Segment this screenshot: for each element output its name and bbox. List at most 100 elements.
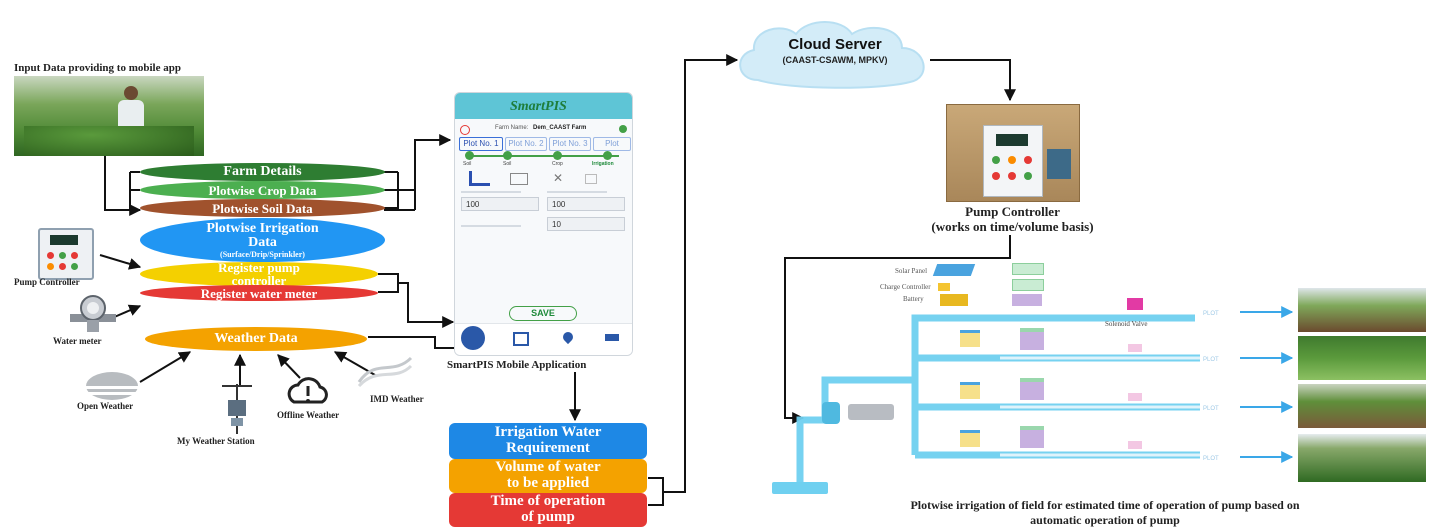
pump-panel-caption-1: Pump Controller bbox=[965, 204, 1060, 219]
tab-plot-4[interactable]: Plot bbox=[593, 137, 631, 151]
step-crop: Crop bbox=[552, 161, 563, 167]
motor-unit bbox=[848, 404, 894, 420]
volume-of-water-box: Volume of water to be applied bbox=[449, 459, 647, 493]
controller-module bbox=[1012, 294, 1042, 306]
field-caption-1: Plotwise irrigation of field for estimat… bbox=[910, 498, 1300, 512]
farm-name-value: Dem_CAAST Farm bbox=[533, 125, 587, 131]
nav-pump-icon[interactable] bbox=[605, 334, 619, 341]
water-meter-icon bbox=[70, 295, 116, 332]
row2-solar-node bbox=[960, 382, 980, 399]
svg-text:PLOT: PLOT bbox=[1203, 311, 1219, 317]
pump-controller-device bbox=[38, 228, 94, 280]
time-line1: Time of operation bbox=[490, 493, 606, 510]
field-photo-3 bbox=[1298, 384, 1426, 428]
farmer-field-photo bbox=[14, 76, 204, 156]
field-photo-2 bbox=[1298, 336, 1426, 380]
row1-solar-node bbox=[960, 330, 980, 347]
solar-panel-label: Solar Panel bbox=[895, 267, 928, 275]
lora-module bbox=[1012, 279, 1044, 291]
weather-station-icon bbox=[222, 384, 252, 434]
input-data-title: Input Data providing to mobile app bbox=[14, 62, 181, 74]
pump-unit bbox=[822, 402, 840, 424]
save-button[interactable]: SAVE bbox=[509, 306, 577, 321]
open-weather-icon bbox=[86, 372, 138, 400]
field-photo-4 bbox=[1298, 434, 1426, 482]
offline-weather-label: Offline Weather bbox=[277, 410, 340, 420]
tab-plot-3[interactable]: Plot No. 3 bbox=[549, 137, 591, 151]
other-method-icon[interactable] bbox=[585, 174, 597, 184]
row1-controller-node bbox=[1020, 328, 1044, 350]
step-soil-1: Soil bbox=[463, 161, 472, 167]
charge-controller-icon bbox=[938, 283, 950, 291]
register-pump-line1: Register pump bbox=[218, 260, 300, 275]
vol-line2: to be applied bbox=[506, 475, 590, 491]
field-1-input[interactable]: 100 bbox=[461, 197, 539, 211]
pump-controller-panel-photo bbox=[946, 104, 1080, 202]
row2-valve bbox=[1128, 393, 1142, 401]
battery-label: Battery bbox=[903, 295, 924, 303]
weather-station-label: My Weather Station bbox=[177, 436, 255, 446]
plotwise-irrigation-pill: Plotwise Irrigation Data (Surface/Drip/S… bbox=[140, 218, 385, 262]
field-3-input[interactable]: 10 bbox=[547, 217, 625, 231]
charge-controller-label: Charge Controller bbox=[880, 283, 931, 291]
irrigation-water-requirement-box: Irrigation Water Requirement bbox=[449, 423, 647, 459]
nav-water-icon[interactable] bbox=[560, 329, 576, 345]
row3-valve bbox=[1128, 441, 1142, 449]
nav-farm-icon[interactable] bbox=[461, 326, 485, 350]
farm-name-label: Farm Name: bbox=[495, 125, 529, 131]
app-header: SmartPIS bbox=[455, 93, 632, 119]
irrigation-line2: Data bbox=[248, 234, 277, 250]
open-weather-label: Open Weather bbox=[77, 401, 134, 411]
row1-valve bbox=[1128, 344, 1142, 352]
surface-method-icon[interactable] bbox=[469, 171, 490, 186]
battery-icon bbox=[940, 294, 968, 306]
add-icon[interactable] bbox=[619, 125, 627, 133]
pump-panel-caption-2: (works on time/volume basis) bbox=[931, 219, 1094, 234]
register-pump-controller-pill: Register pump controller bbox=[140, 260, 378, 288]
step-soil-2: Soil bbox=[503, 161, 512, 167]
register-pump-line2: controller bbox=[231, 273, 287, 288]
req-line2: Requirement bbox=[506, 440, 590, 456]
close-icon[interactable] bbox=[460, 125, 470, 135]
imd-weather-label: IMD Weather bbox=[370, 394, 424, 404]
tab-plot-2[interactable]: Plot No. 2 bbox=[505, 137, 547, 151]
svg-text:PLOT: PLOT bbox=[1203, 456, 1219, 462]
row2-controller-node bbox=[1020, 378, 1044, 400]
time-of-operation-box: Time of operation of pump bbox=[449, 493, 647, 527]
drip-method-icon[interactable] bbox=[510, 173, 528, 185]
weather-data-pill: Weather Data bbox=[145, 327, 367, 351]
cloud-subtitle: (CAAST-CSAWM, MPKV) bbox=[782, 55, 888, 65]
gateway-module bbox=[1012, 263, 1044, 275]
app-caption: SmartPIS Mobile Application bbox=[447, 359, 587, 371]
solenoid-valve-icon bbox=[1127, 298, 1143, 310]
solar-panel-icon bbox=[932, 264, 976, 276]
smartpis-app-screen: SmartPIS Farm Name: Dem_CAAST Farm Plot … bbox=[454, 92, 633, 356]
vol-line1: Volume of water bbox=[495, 459, 601, 476]
solenoid-valve-label: Solenoid Valve bbox=[1105, 320, 1148, 328]
water-source bbox=[772, 482, 828, 494]
field-2-input[interactable]: 100 bbox=[547, 197, 625, 211]
tab-plot-1[interactable]: Plot No. 1 bbox=[459, 137, 503, 151]
cloud-title: Cloud Server bbox=[788, 36, 882, 53]
plotwise-soil-data-pill: Plotwise Soil Data bbox=[140, 199, 385, 217]
register-water-meter-pill: Register water meter bbox=[140, 285, 378, 301]
pump-controller-label: Pump Controller bbox=[14, 277, 80, 287]
offline-weather-icon bbox=[287, 377, 328, 404]
app-logo: SmartPIS bbox=[510, 99, 567, 114]
row3-controller-node bbox=[1020, 426, 1044, 448]
field-caption-2: automatic operation of pump bbox=[1030, 513, 1180, 527]
svg-text:PLOT: PLOT bbox=[1203, 357, 1219, 363]
row3-solar-node bbox=[960, 430, 980, 447]
water-meter-label: Water meter bbox=[53, 336, 102, 346]
irrigation-subtitle: (Surface/Drip/Sprinkler) bbox=[220, 249, 305, 259]
req-line1: Irrigation Water bbox=[494, 424, 602, 441]
time-line2: of pump bbox=[521, 509, 575, 525]
sprinkler-method-icon[interactable]: ✕ bbox=[553, 171, 564, 185]
svg-text:PLOT: PLOT bbox=[1203, 406, 1219, 412]
cloud-shape bbox=[739, 21, 925, 89]
plotwise-crop-data-pill: Plotwise Crop Data bbox=[140, 181, 385, 199]
nav-calendar-icon[interactable] bbox=[513, 332, 529, 346]
field-photo-1 bbox=[1298, 288, 1426, 332]
irrigation-line1: Plotwise Irrigation bbox=[206, 220, 319, 236]
imd-weather-icon bbox=[357, 356, 413, 388]
